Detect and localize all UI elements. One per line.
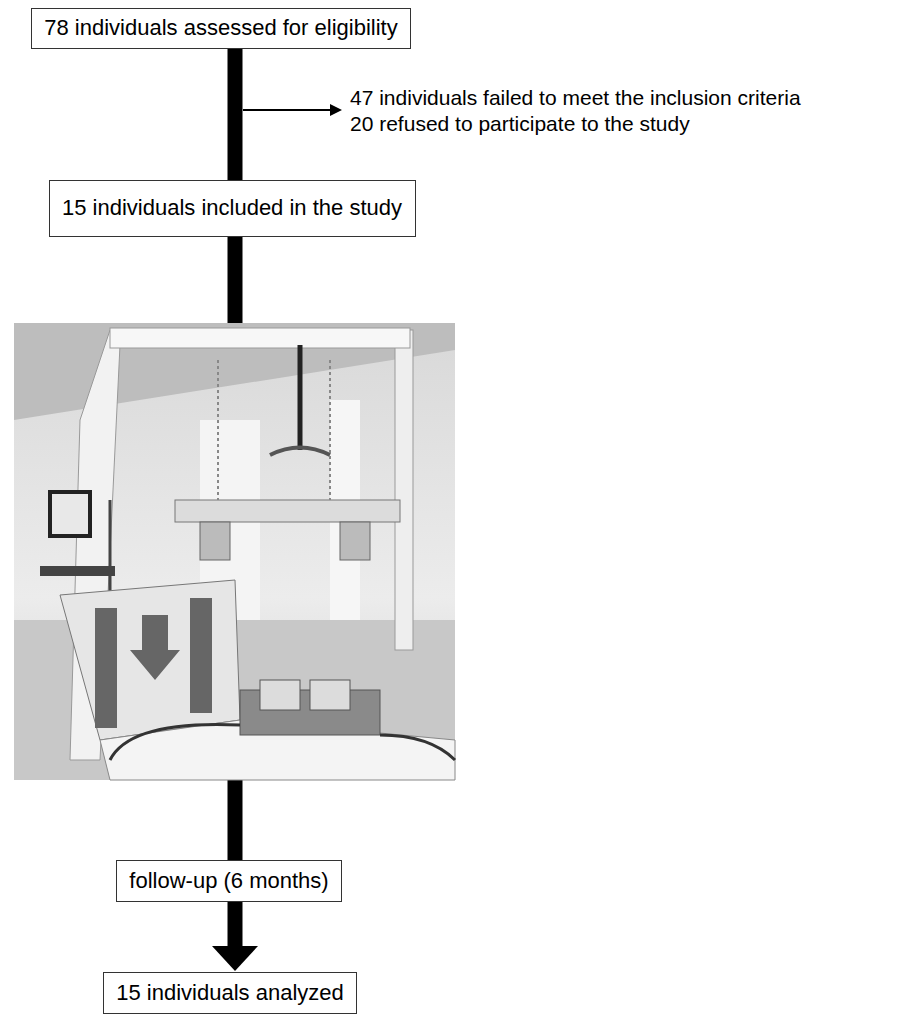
flow-bar: [228, 902, 243, 948]
flow-connector: [212, 902, 258, 971]
note-text: 20 refused to participate to the study: [350, 111, 690, 136]
process-box: 15 individuals analyzed: [103, 972, 357, 1014]
exclusion-arrowhead: [330, 104, 342, 116]
box-text: 15 individuals included in the study: [62, 194, 402, 223]
gait-trainer-illustration: [14, 323, 455, 780]
arrowhead: [212, 946, 258, 971]
process-box: 15 individuals included in the study: [49, 180, 416, 237]
box-text: 15 individuals analyzed: [116, 979, 344, 1008]
process-box: follow-up (6 months): [116, 860, 342, 902]
box-text: follow-up (6 months): [129, 867, 328, 896]
exclusion-leader: [243, 109, 332, 111]
note-text: 47 individuals failed to meet the inclus…: [350, 85, 801, 110]
process-box: 78 individuals assessed for eligibility: [31, 8, 411, 49]
flow-connector: [235, 49, 236, 180]
box-text: 78 individuals assessed for eligibility: [44, 14, 397, 43]
flow-bar: [228, 49, 243, 180]
